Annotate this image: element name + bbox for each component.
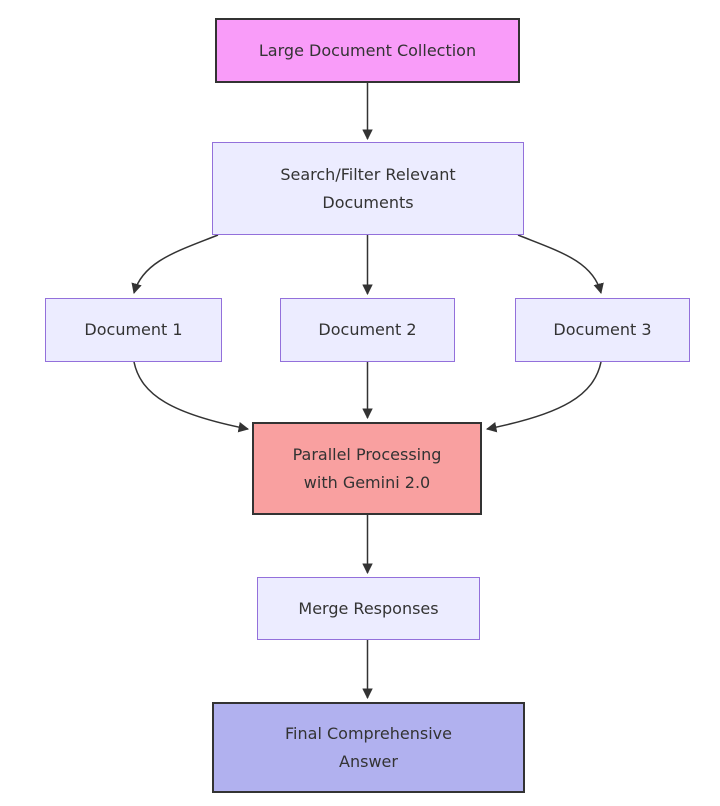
edge-search-doc1 [131,234,219,295]
node-large-document-collection: Large Document Collection [215,18,520,83]
node-merge-responses: Merge Responses [257,577,480,640]
edge-doc1-parallel [133,361,250,433]
node-document-2: Document 2 [280,298,455,362]
node-final-comprehensive-answer: Final Comprehensive Answer [212,702,525,793]
edge-search-doc3 [517,234,604,295]
edge-doc3-parallel [485,361,602,433]
node-parallel-processing-gemini: Parallel Processing with Gemini 2.0 [252,422,482,515]
node-document-1: Document 1 [45,298,222,362]
node-document-3: Document 3 [515,298,690,362]
node-search-filter-relevant-documents: Search/Filter Relevant Documents [212,142,524,235]
